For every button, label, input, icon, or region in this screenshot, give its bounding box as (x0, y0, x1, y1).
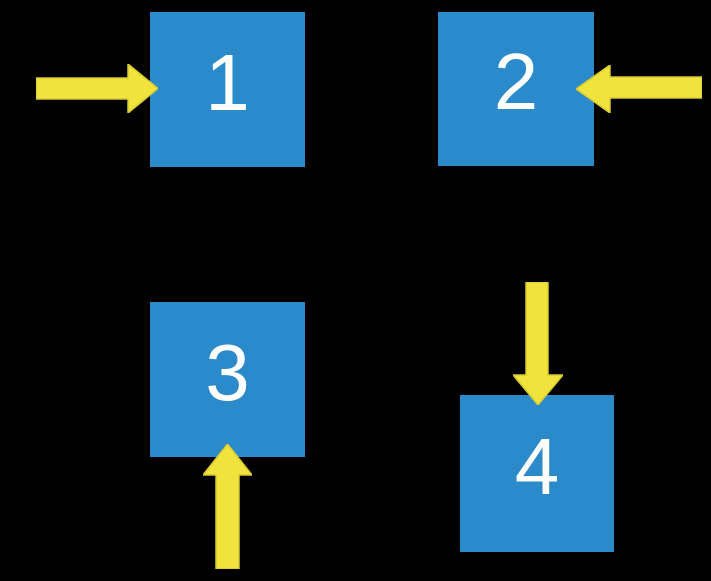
square-1-label: 1 (205, 37, 250, 127)
square-2: 2 (438, 12, 594, 166)
square-3-label: 3 (205, 327, 250, 417)
square-1: 1 (150, 12, 305, 167)
square-3: 3 (150, 302, 305, 457)
arrow-right-icon (36, 64, 158, 113)
arrow-down-icon (513, 282, 563, 405)
square-2-label: 2 (493, 37, 539, 126)
square-4: 4 (460, 395, 614, 552)
square-4-label: 4 (514, 421, 560, 511)
arrow-up-icon (203, 444, 252, 569)
arrow-left-icon (576, 65, 702, 113)
